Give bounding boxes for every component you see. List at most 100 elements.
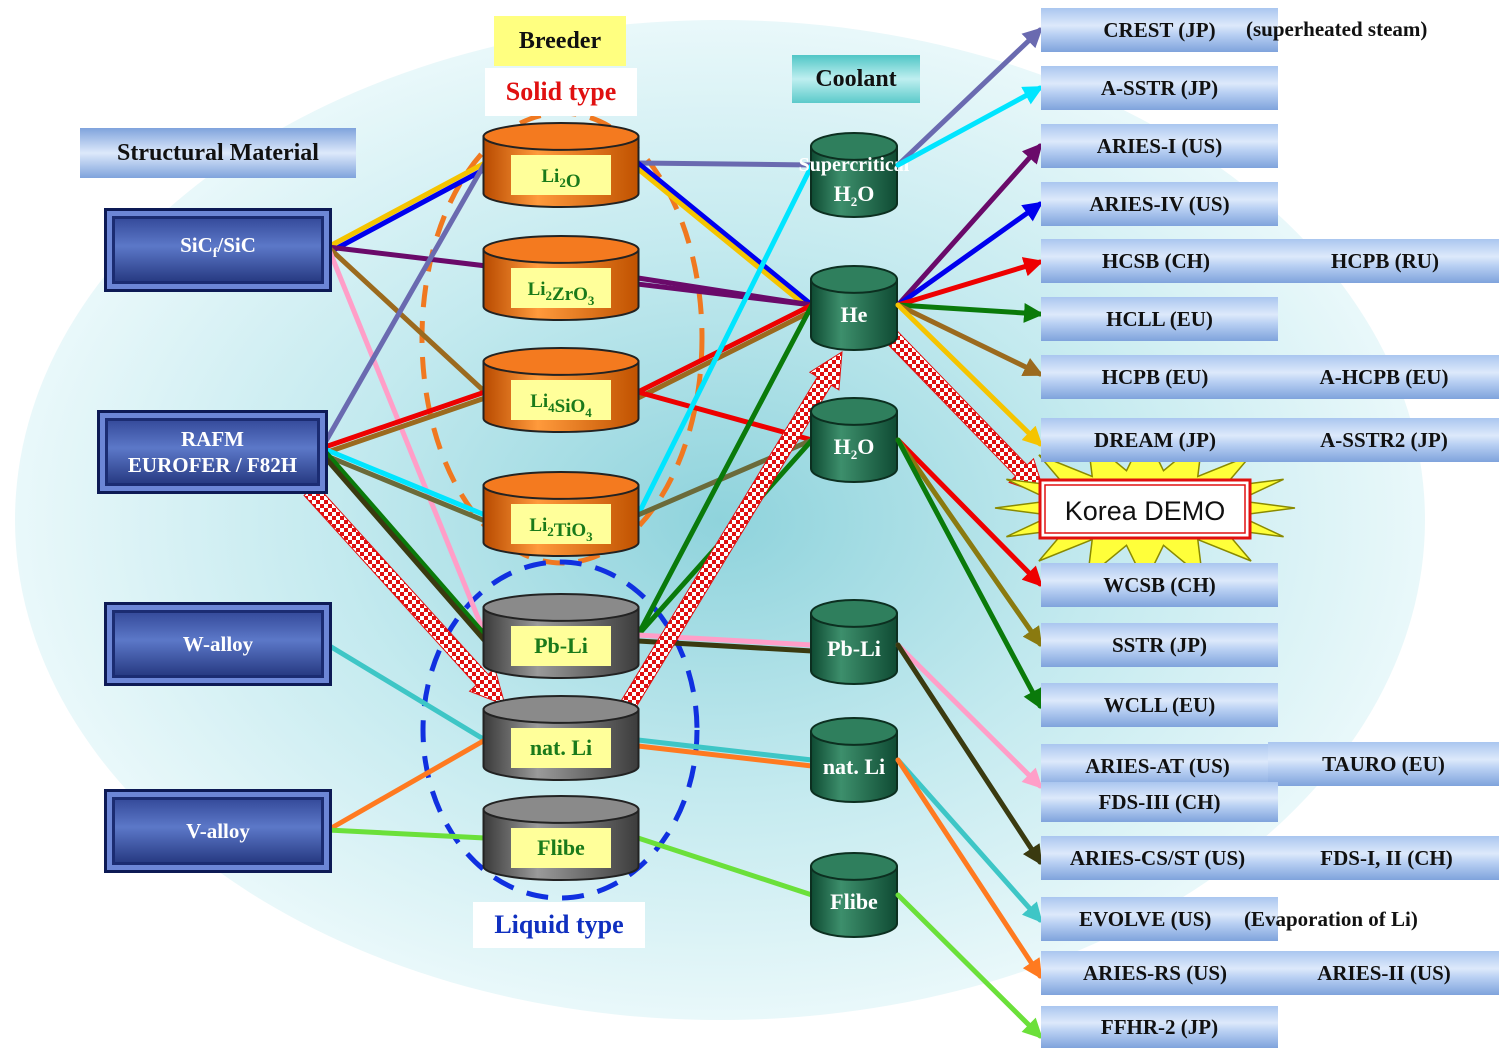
project-aries-cs[interactable]: ARIES-CS/ST (US): [1041, 836, 1274, 880]
project-wcsb[interactable]: WCSB (CH): [1041, 563, 1278, 607]
liquid-type-label: Liquid type: [473, 902, 645, 948]
coolant-h2o[interactable]: H2O: [810, 397, 898, 483]
project-sstr[interactable]: SSTR (JP): [1041, 623, 1278, 667]
coolant-h2o-label: H2O: [834, 434, 875, 462]
coolant-sch2o-line2: H2O: [834, 181, 875, 209]
project-aries-at[interactable]: ARIES-AT (US): [1041, 744, 1274, 788]
link-m-sic-to-b-pbli: [325, 244, 488, 638]
project-crest[interactable]: CREST (JP): [1041, 8, 1278, 52]
link-c-sch2o-to-p-crest: [895, 27, 1043, 168]
project-asstr[interactable]: A-SSTR (JP): [1041, 66, 1278, 110]
link-b-li2o-to-c-sch2o: [635, 160, 815, 168]
project-aries-ii[interactable]: ARIES-II (US): [1269, 951, 1499, 995]
project-aries-rs[interactable]: ARIES-RS (US): [1041, 951, 1269, 995]
link-m-rafm-to-b-li4sio4: [319, 395, 488, 457]
breeder-natli-top: [482, 695, 640, 724]
coolant-natli[interactable]: nat. Li: [810, 717, 898, 803]
project-hcpb-ru[interactable]: HCPB (RU): [1271, 239, 1499, 283]
breeder-li2zro3-label-box: [511, 268, 611, 308]
coolant-h2o-top: [810, 397, 898, 426]
korea-demo-path: [303, 328, 1046, 710]
breeder-li2o-label-box: [511, 155, 611, 195]
breeder-li2tio3-label: Li2TiO3: [529, 515, 593, 544]
coolant-flibe[interactable]: Flibe: [810, 852, 898, 938]
breeder-li4sio4-label-box: [511, 380, 611, 420]
project-hcll[interactable]: HCLL (EU): [1041, 297, 1278, 341]
project-a-hcpb[interactable]: A-HCPB (EU): [1269, 355, 1499, 399]
project-aries-cs-label: ARIES-CS/ST (US): [1069, 845, 1246, 870]
coolant-natli-label: nat. Li: [823, 754, 885, 779]
project-hcpb-eu[interactable]: HCPB (EU): [1041, 355, 1269, 399]
coolant-sch2o-top: [810, 132, 898, 161]
material-valloy[interactable]: V-alloy: [104, 789, 332, 873]
breeder-li2o[interactable]: Li2O: [482, 122, 640, 208]
project-evolve-note: (Evaporation of Li): [1244, 906, 1418, 931]
breeder-li2zro3[interactable]: Li2ZrO3: [482, 235, 640, 321]
project-dream-label: DREAM (JP): [1094, 427, 1216, 452]
project-fds1-label: FDS-I, II (CH): [1320, 845, 1453, 870]
breeder-pbli[interactable]: Pb-Li: [482, 593, 640, 679]
project-aries-at-label: ARIES-AT (US): [1085, 753, 1230, 778]
breeder-li2o-top: [482, 122, 640, 151]
link-c-he-to-p-hcll: [895, 302, 1044, 323]
project-tauro[interactable]: TAURO (EU): [1268, 742, 1499, 786]
breeder-flibe-top: [482, 795, 640, 824]
project-aries1-label: ARIES-I (US): [1096, 133, 1223, 158]
breeder-li4sio4[interactable]: Li4SiO4: [482, 347, 640, 433]
coolant-he[interactable]: He: [810, 265, 898, 351]
link-c-he-to-p-aries1: [895, 143, 1043, 308]
material-walloy-label: W-alloy: [182, 632, 254, 656]
breeder-li4sio4-top: [482, 347, 640, 376]
project-dream[interactable]: DREAM (JP): [1041, 418, 1269, 462]
breeder-li2zro3-label: Li2ZrO3: [528, 279, 595, 308]
breeder-natli-label: nat. Li: [530, 735, 592, 760]
link-m-sic-to-b-li4sio4: [325, 244, 488, 395]
coolant-pbli-top: [810, 599, 898, 628]
project-wcll[interactable]: WCLL (EU): [1041, 683, 1278, 727]
project-a-sstr2-label: A-SSTR2 (JP): [1320, 427, 1448, 452]
coolant-natli-body: [810, 730, 898, 803]
coolant-sch2o-body: [810, 145, 898, 218]
highlight-arrow-natli-to-he: [620, 351, 843, 710]
coolant-he-body: [810, 278, 898, 351]
project-sstr-label: SSTR (JP): [1111, 632, 1208, 657]
link-m-rafm-to-b-li2tio3: [319, 451, 488, 524]
link-c-he-to-p-hcpb: [895, 302, 1044, 377]
project-hcsb[interactable]: HCSB (CH): [1041, 239, 1271, 283]
project-aries4[interactable]: ARIES-IV (US): [1041, 182, 1278, 226]
project-wcll-label: WCLL (EU): [1103, 692, 1216, 717]
material-sic[interactable]: SiCf/SiC: [104, 208, 332, 292]
project-fds1[interactable]: FDS-I, II (CH): [1274, 836, 1499, 880]
breeder-li2tio3[interactable]: Li2TiO3: [482, 471, 640, 557]
project-hcll-label: HCLL (EU): [1106, 306, 1213, 331]
material-walloy[interactable]: W-alloy: [104, 602, 332, 686]
link-b-pbli-to-c-he: [635, 302, 815, 638]
coolant-pbli[interactable]: Pb-Li: [810, 599, 898, 685]
breeder-li4sio4-label: Li4SiO4: [530, 391, 592, 420]
breeder-li2tio3-label-box: [511, 504, 611, 544]
project-aries1[interactable]: ARIES-I (US): [1041, 124, 1278, 168]
material-sic-suffix: /SiC: [217, 233, 256, 258]
project-ffhr[interactable]: FFHR-2 (JP): [1041, 1006, 1278, 1048]
coolant-sch2o-line1: Supercritical: [799, 154, 910, 176]
material-rafm[interactable]: RAFM EUROFER / F82H: [97, 410, 328, 494]
breeder-flibe-label: Flibe: [537, 835, 585, 860]
project-evolve[interactable]: EVOLVE (US): [1041, 897, 1278, 941]
link-m-sic-to-b-li2o: [325, 160, 488, 250]
link-b-li4sio4-to-c-he: [635, 302, 815, 395]
structural-material-header: Structural Material: [80, 128, 356, 178]
project-a-sstr2[interactable]: A-SSTR2 (JP): [1269, 418, 1499, 462]
project-aries-ii-label: ARIES-II (US): [1317, 960, 1451, 985]
link-b-flibe-to-c-flibe: [635, 835, 815, 898]
coolant-pbli-label: Pb-Li: [827, 636, 881, 661]
project-fds3[interactable]: FDS-III (CH): [1041, 782, 1278, 822]
link-c-h2o-to-p-sstr: [895, 437, 1043, 648]
coolant-flibe-top: [810, 852, 898, 881]
breeder-natli[interactable]: nat. Li: [482, 695, 640, 781]
coolant-flibe-body: [810, 865, 898, 938]
breeder-flibe[interactable]: Flibe: [482, 795, 640, 881]
breeder-header: Breeder: [494, 16, 626, 66]
